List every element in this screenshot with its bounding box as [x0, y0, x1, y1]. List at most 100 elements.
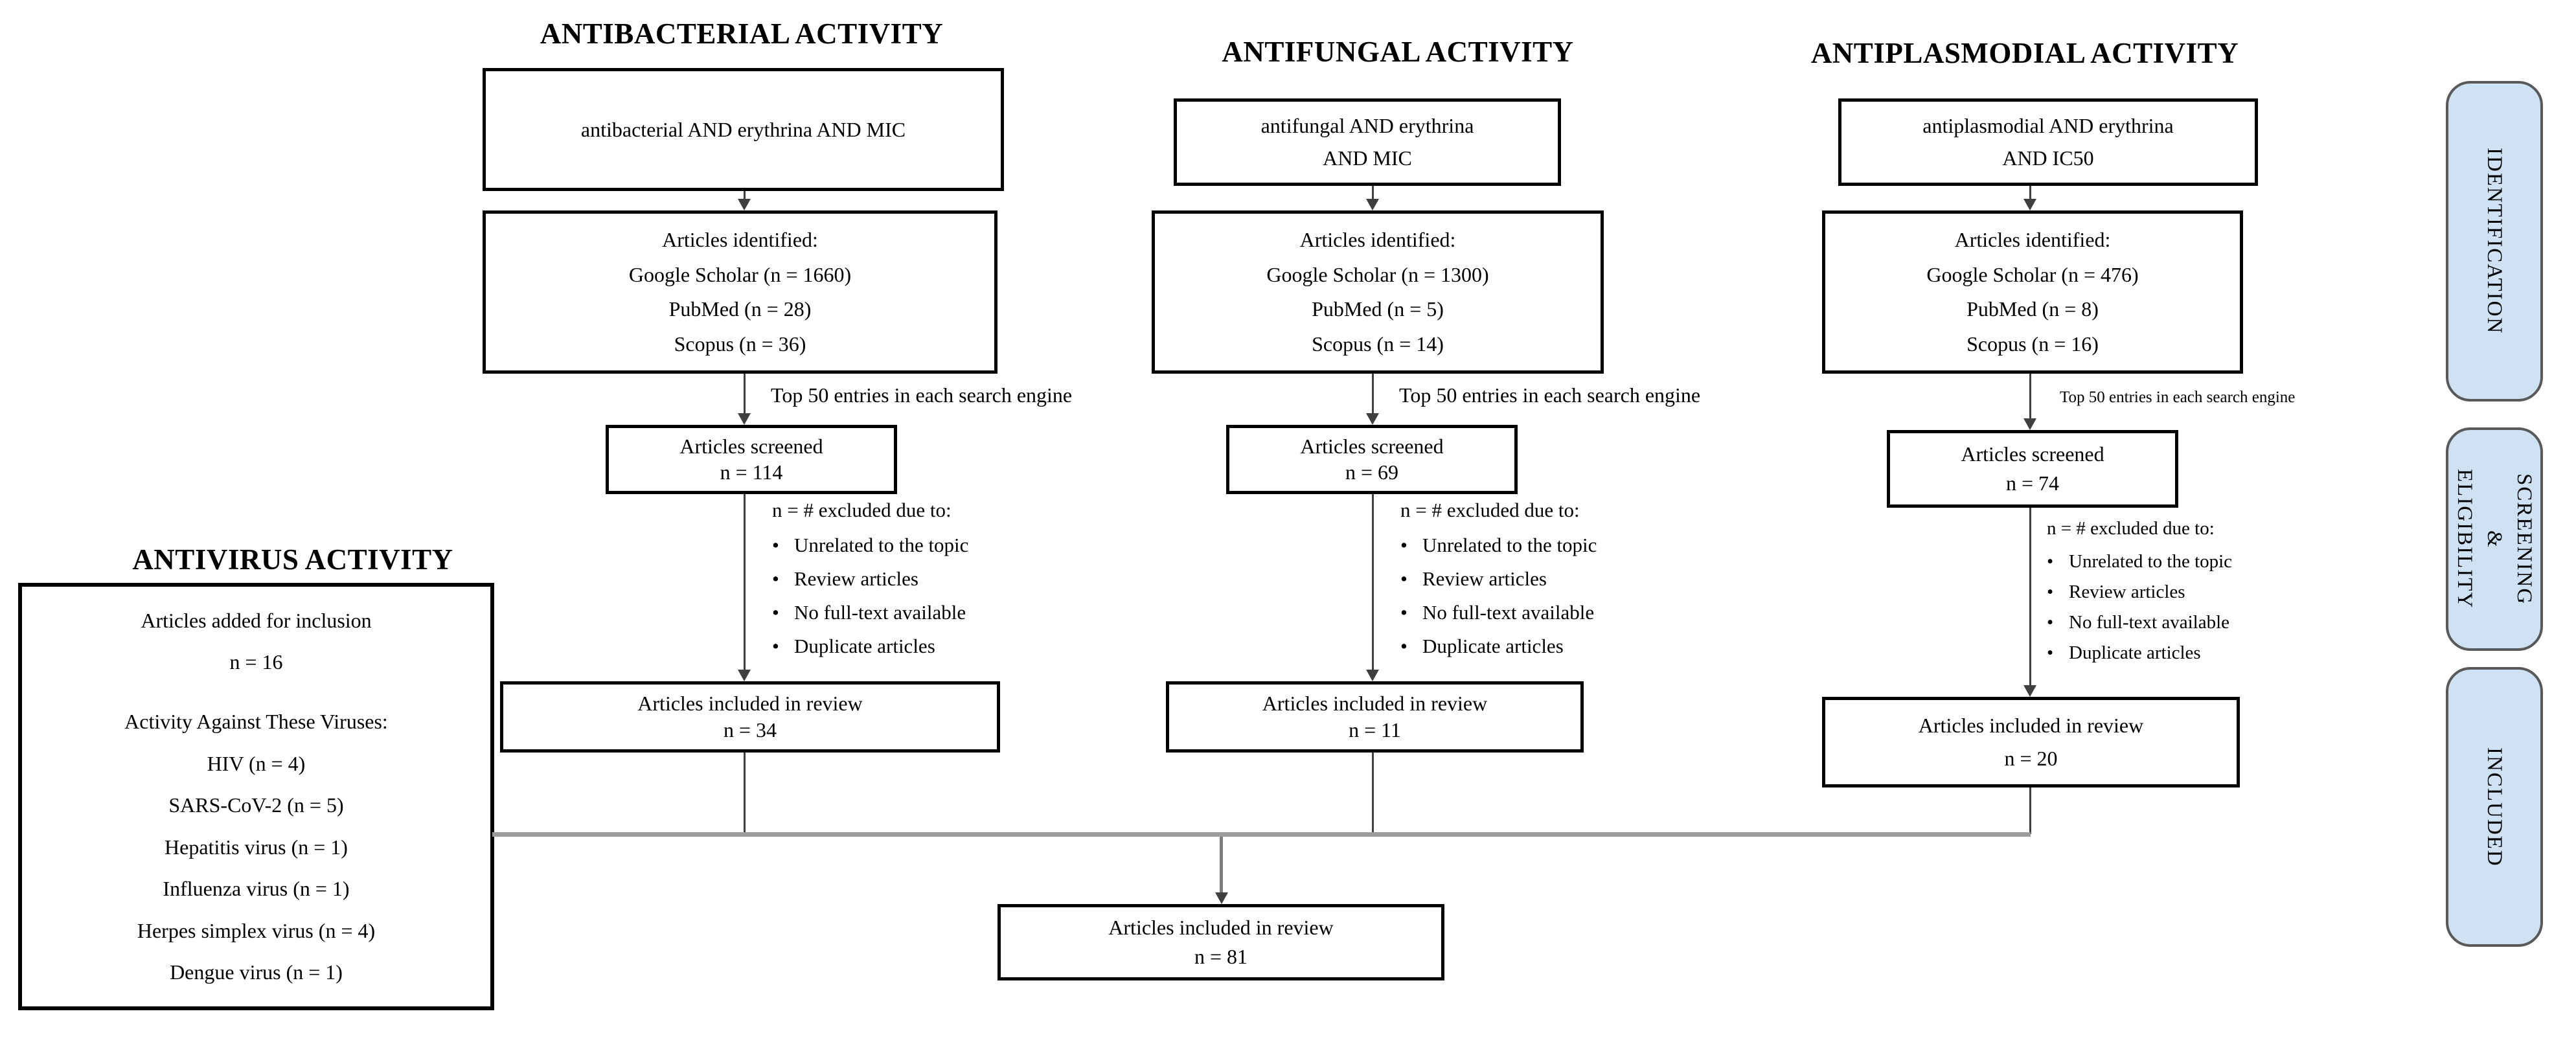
connector-line: [2029, 374, 2031, 420]
arrowhead-icon: [2023, 199, 2036, 210]
exclusion-note-antifungal: n = # excluded due to: Unrelated to the …: [1400, 499, 1597, 668]
exclusion-note-antiplasmodial: n = # excluded due to: Unrelated to the …: [2047, 518, 2232, 673]
identified-source: PubMed (n = 5): [1312, 297, 1444, 321]
connector-line: [2029, 787, 2031, 834]
antivirus-viruses-header: Activity Against These Viruses:: [124, 710, 388, 734]
connector-line: [2029, 186, 2031, 200]
included-count: n = 11: [1349, 718, 1401, 742]
identified-header: Articles identified:: [662, 228, 818, 252]
exclusion-reason: Duplicate articles: [2047, 642, 2232, 664]
final-included-count: n = 81: [1194, 944, 1248, 968]
arrowhead-icon: [2023, 685, 2036, 697]
column-title-antivirus: ANTIVIRUS ACTIVITY: [132, 543, 453, 576]
column-title-antifungal: ANTIFUNGAL ACTIVITY: [1222, 36, 1574, 68]
connector-line: [744, 374, 746, 414]
arrowhead-icon: [1366, 670, 1379, 681]
arrowhead-icon: [2023, 418, 2036, 430]
included-count: n = 34: [723, 718, 777, 742]
arrowhead-icon: [1366, 199, 1379, 210]
final-included-label: Articles included in review: [1108, 916, 1334, 940]
column-title-antibacterial: ANTIBACTERIAL ACTIVITY: [540, 17, 944, 50]
query-box-antifungal: antifungal AND erythrina AND MIC: [1174, 98, 1561, 186]
included-label: Articles included in review: [1918, 713, 2144, 737]
arrowhead-icon: [1366, 413, 1379, 425]
exclusion-header: n = # excluded due to:: [1400, 499, 1580, 521]
exclusion-reason: No full-text available: [1400, 601, 1597, 624]
connector-line: [2029, 508, 2031, 685]
included-box-antifungal: Articles included in review n = 11: [1166, 681, 1584, 753]
exclusion-reason: Unrelated to the topic: [1400, 534, 1597, 557]
antivirus-box: Articles added for inclusion n = 16 Acti…: [18, 583, 494, 1010]
screened-box-antiplasmodial: Articles screened n = 74: [1887, 430, 2178, 508]
identified-source: Google Scholar (n = 476): [1926, 262, 2139, 286]
included-box-antibacterial: Articles included in review n = 34: [500, 681, 1000, 753]
identified-box-antiplasmodial: Articles identified: Google Scholar (n =…: [1822, 210, 2243, 374]
stage-identification: IDENTIFICATION: [2446, 81, 2543, 402]
connector-line: [1372, 374, 1374, 414]
exclusion-note-antibacterial: n = # excluded due to: Unrelated to the …: [772, 499, 968, 668]
exclusion-reason: Review articles: [772, 567, 968, 591]
stage-screening-line: SCREENING: [2513, 473, 2536, 606]
connector-line: [1372, 753, 1374, 834]
top50-note: Top 50 entries in each search engine: [1399, 383, 1701, 407]
exclusion-reason: Duplicate articles: [1400, 635, 1597, 658]
stage-screening-line: ELIGIBILITY: [2453, 469, 2476, 609]
antivirus-virus: SARS-CoV-2 (n = 5): [168, 793, 344, 817]
query-text: AND IC50: [2002, 146, 2094, 170]
identified-header: Articles identified:: [1954, 228, 2111, 252]
antivirus-inclusion-count: n = 16: [229, 650, 283, 674]
exclusion-reason: Unrelated to the topic: [772, 534, 968, 557]
query-text: antifungal AND erythrina: [1260, 114, 1474, 137]
arrowhead-icon: [1215, 892, 1228, 904]
included-box-antiplasmodial: Articles included in review n = 20: [1822, 697, 2240, 787]
screened-box-antifungal: Articles screened n = 69: [1226, 425, 1518, 494]
arrowhead-icon: [738, 670, 751, 681]
exclusion-reason: Review articles: [2047, 582, 2232, 603]
included-label: Articles included in review: [637, 691, 863, 715]
identified-source: Scopus (n = 16): [1966, 332, 2099, 356]
exclusion-reason: Duplicate articles: [772, 635, 968, 658]
screened-count: n = 114: [720, 460, 783, 484]
top50-note: Top 50 entries in each search engine: [771, 383, 1073, 407]
antivirus-virus: Herpes simplex virus (n = 4): [137, 918, 376, 942]
screened-label: Articles screened: [1961, 442, 2104, 466]
merge-connector-line: [492, 832, 2031, 837]
stage-included: INCLUDED: [2446, 667, 2543, 947]
exclusion-reason: Review articles: [1400, 567, 1597, 591]
antivirus-virus: Hepatitis virus (n = 1): [165, 835, 348, 859]
arrowhead-icon: [738, 199, 751, 210]
stage-screening-label: SCREENING & ELIGIBILITY: [2450, 469, 2539, 609]
top50-note: Top 50 entries in each search engine: [2060, 389, 2296, 406]
identified-source: Scopus (n = 14): [1312, 332, 1444, 356]
screened-label: Articles screened: [1300, 434, 1444, 458]
identified-source: PubMed (n = 28): [668, 297, 812, 321]
connector-line: [744, 494, 746, 671]
query-text: antiplasmodial AND erythrina: [1922, 114, 2174, 137]
screened-box-antibacterial: Articles screened n = 114: [606, 425, 897, 494]
screened-label: Articles screened: [679, 434, 823, 458]
query-box-antibacterial: antibacterial AND erythrina AND MIC: [483, 68, 1004, 191]
exclusion-header: n = # excluded due to:: [2047, 518, 2215, 539]
exclusion-reason: No full-text available: [2047, 612, 2232, 633]
identified-source: PubMed (n = 8): [1966, 297, 2099, 321]
connector-line: [744, 191, 746, 200]
final-included-box: Articles included in review n = 81: [997, 904, 1444, 980]
connector-line: [1220, 837, 1223, 892]
exclusion-reason: No full-text available: [772, 601, 968, 624]
identified-source: Google Scholar (n = 1660): [628, 262, 852, 286]
screened-count: n = 69: [1345, 460, 1399, 484]
stage-identification-label: IDENTIFICATION: [2483, 148, 2506, 335]
column-title-antiplasmodial: ANTIPLASMODIAL ACTIVITY: [1810, 37, 2239, 69]
identified-source: Google Scholar (n = 1300): [1266, 262, 1489, 286]
antivirus-virus: Influenza virus (n = 1): [163, 877, 350, 901]
antivirus-virus: HIV (n = 4): [207, 751, 306, 775]
included-count: n = 20: [2004, 747, 2058, 771]
exclusion-header: n = # excluded due to:: [772, 499, 952, 521]
antivirus-virus: Dengue virus (n = 1): [170, 960, 343, 984]
query-box-antiplasmodial: antiplasmodial AND erythrina AND IC50: [1838, 98, 2258, 186]
connector-line: [744, 753, 746, 834]
stage-included-label: INCLUDED: [2483, 747, 2506, 867]
query-text: antibacterial AND erythrina AND MIC: [580, 117, 906, 141]
screened-count: n = 74: [2005, 471, 2060, 495]
